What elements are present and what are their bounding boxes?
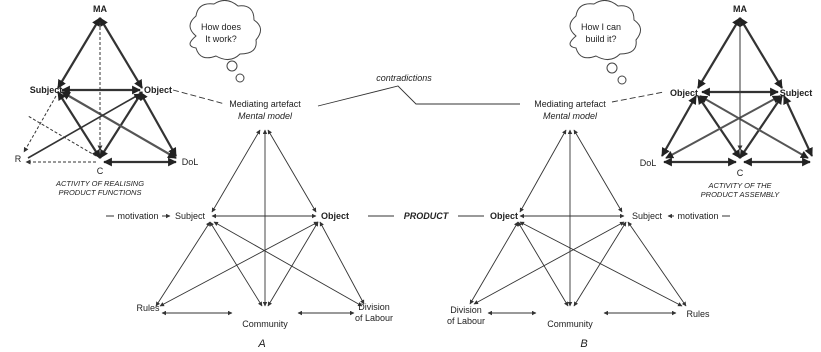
- left-small-r-label: R: [15, 154, 22, 164]
- contradictions-label: contradictions: [376, 73, 432, 83]
- left-small-c-label: C: [97, 166, 104, 176]
- dashed-subject-r: [23, 95, 57, 153]
- left-small-object-label: Object: [144, 85, 172, 95]
- right-bubble-dot-2: [617, 75, 627, 85]
- rm-motivation-label: motivation: [677, 211, 718, 221]
- rs-edge-object-c: [697, 95, 741, 159]
- right-small-triangle: [661, 17, 813, 167]
- edge-object-r: [27, 93, 141, 159]
- lm-edge-top-subject: [211, 129, 261, 213]
- rm-object-label: Object: [490, 211, 518, 221]
- lm-edge-top-object: [267, 129, 317, 213]
- contradiction-zigzag: [317, 85, 520, 107]
- left-thought-line2: It work?: [205, 34, 237, 44]
- rs-subject-label: Subject: [780, 88, 813, 98]
- rm-motivation-bg: [674, 210, 722, 222]
- rs-caption-line1: ACTIVITY OF THE: [707, 181, 772, 190]
- edge-ma-object: [99, 17, 143, 89]
- rs-dol-label: DoL: [640, 158, 657, 168]
- lm-model-label: Mental model: [238, 111, 293, 121]
- right-link-dashed: [611, 91, 665, 103]
- left-thought-line1: How does: [201, 22, 242, 32]
- lm-motivation-bg: [114, 210, 162, 222]
- rm-artefact-label: Mediating artefact: [534, 99, 606, 109]
- edge-ma-subject: [57, 17, 101, 89]
- left-small-subject-label: Subject: [30, 85, 63, 95]
- left-cloud-shape: [189, 0, 261, 60]
- left-small-triangle: [23, 17, 177, 167]
- lm-artefact-label: Mediating artefact: [229, 99, 301, 109]
- left-thought-bubble: [189, 0, 261, 83]
- rs-edge-ma-subject: [739, 17, 783, 89]
- left-small-caption-line1: ACTIVITY OF REALISING: [55, 179, 144, 188]
- lm-edge-object-rules: [159, 221, 319, 307]
- rm-edge-top-subject: [573, 129, 623, 213]
- rm-community-label: Community: [547, 319, 593, 329]
- rs-ma-label: MA: [733, 4, 747, 14]
- lm-division-line1: Division: [358, 302, 390, 312]
- rs-edge-object-dol: [661, 95, 697, 157]
- rm-edge-object-community: [517, 221, 569, 307]
- lm-letter-label: A: [257, 338, 265, 350]
- right-cloud-shape: [569, 0, 641, 60]
- rs-c-label: C: [737, 168, 744, 178]
- lm-motivation-label: motivation: [117, 211, 158, 221]
- lm-division-line2: of Labour: [355, 313, 393, 323]
- lm-edge-object-division: [319, 221, 365, 305]
- lm-community-label: Community: [242, 319, 288, 329]
- left-small-dol-label: DoL: [182, 157, 199, 167]
- rm-model-label: Mental model: [543, 111, 598, 121]
- rm-edge-subject-rules: [627, 221, 687, 307]
- lm-rules-label: Rules: [136, 303, 160, 313]
- right-thought-line2: build it?: [585, 34, 616, 44]
- rm-edge-subject-division: [473, 221, 625, 305]
- rm-edge-subject-community: [573, 221, 627, 307]
- right-thought-bubble: [569, 0, 641, 85]
- rm-edge-object-division: [469, 221, 519, 305]
- rs-edge-subject-dol: [665, 95, 781, 159]
- edge-object-dol: [139, 91, 177, 157]
- rm-division-line1: Division: [450, 305, 482, 315]
- left-bubble-dot-2: [235, 73, 245, 83]
- lm-subject-label: Subject: [175, 211, 206, 221]
- left-small-caption-line2: PRODUCT FUNCTIONS: [59, 188, 142, 197]
- rm-rules-label: Rules: [686, 309, 710, 319]
- rs-object-label: Object: [670, 88, 698, 98]
- rs-edge-ma-object: [697, 17, 741, 89]
- left-bubble-dot-1: [226, 60, 238, 72]
- center-connectors: [172, 85, 665, 217]
- lm-object-label: Object: [321, 211, 349, 221]
- lm-edge-object-community: [267, 221, 319, 307]
- rm-edge-top-object: [519, 129, 567, 213]
- right-thought-line1: How I can: [581, 22, 621, 32]
- product-label: PRODUCT: [404, 211, 450, 221]
- left-small-ma-label: MA: [93, 4, 107, 14]
- rs-edge-object-right: [699, 95, 809, 159]
- rm-subject-label: Subject: [632, 211, 663, 221]
- left-link-dashed: [172, 89, 226, 105]
- right-bubble-dot-1: [606, 62, 618, 74]
- rm-division-line2: of Labour: [447, 316, 485, 326]
- left-main-triangle: [106, 129, 365, 316]
- rs-caption-line2: PRODUCT ASSEMBLY: [701, 190, 781, 199]
- rm-letter-label: B: [580, 338, 587, 350]
- dashed-c-r-upper: [27, 115, 97, 157]
